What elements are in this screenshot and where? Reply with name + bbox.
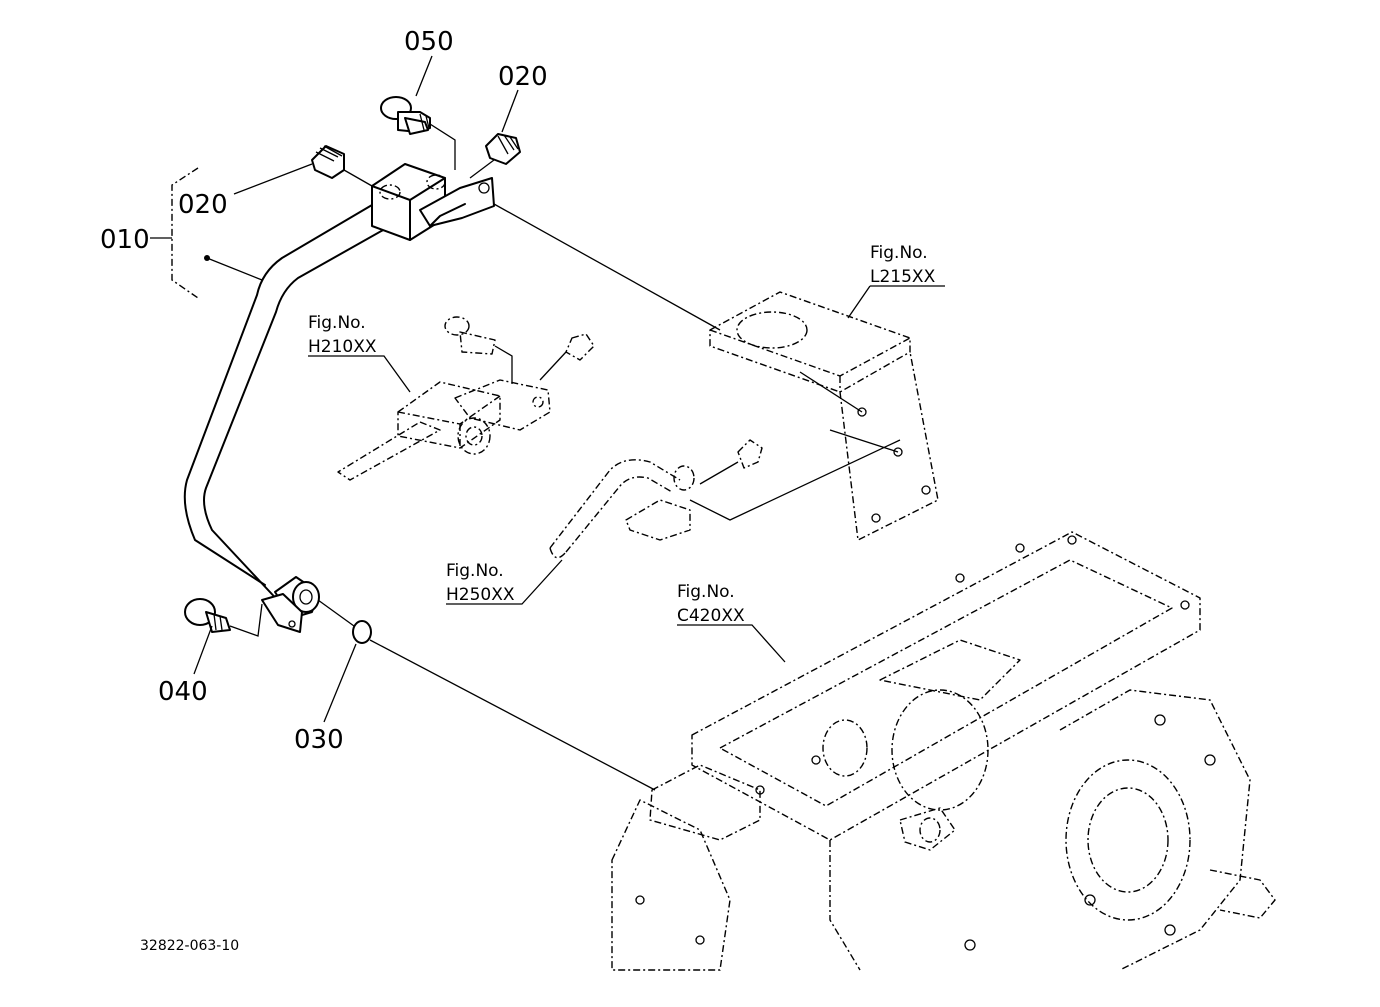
callout-030: 030 [294,725,344,755]
flange-bolt-050 [380,96,456,170]
fig-ref-label-l215: Fig.No. [870,243,928,263]
callout-040: 040 [158,677,208,707]
callout-020-top: 020 [498,62,548,92]
fig-ref-label-h250: Fig.No. [446,561,504,581]
phantom-pipe-h250 [549,439,901,559]
document-number: 32822-063-10 [140,938,239,954]
fig-ref-code-c420: C420XX [677,606,745,626]
leader-lines [193,55,945,723]
fig-ref-label-c420: Fig.No. [677,582,735,602]
fig-ref-code-h250: H250XX [446,585,515,605]
joint-bolt-020-top [469,133,521,179]
phantom-case-c420 [611,531,1276,971]
o-ring-030 [317,599,656,791]
flange-bolt-040 [184,598,263,637]
phantom-bracket-l215 [493,203,939,541]
callout-010: 010 [100,225,150,255]
callout-020-left: 020 [178,190,228,220]
callout-050: 050 [404,27,454,57]
assembly-bracket-010 [150,167,263,299]
phantom-bracket-h210 [337,316,595,481]
fig-ref-code-l215: L215XX [870,267,936,287]
fig-ref-label-h210: Fig.No. [308,313,366,333]
fig-ref-code-h210: H210XX [308,337,377,357]
pipe-assembly-010 [183,163,495,633]
joint-bolt-020-left [311,145,373,187]
